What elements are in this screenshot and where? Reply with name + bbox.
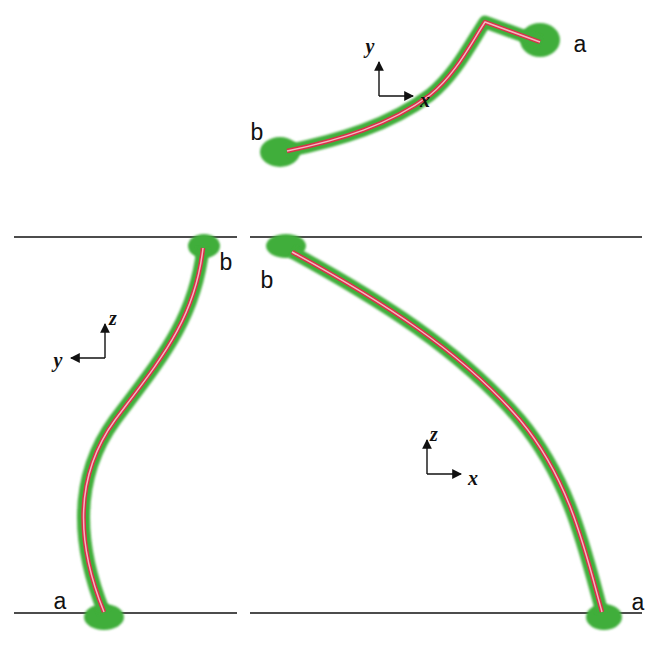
end-label: b bbox=[220, 251, 233, 274]
end-label: b bbox=[261, 269, 274, 292]
end-label: b bbox=[251, 121, 264, 144]
axis-label: z bbox=[430, 424, 438, 444]
axis-label: x bbox=[420, 90, 430, 110]
end-label: a bbox=[574, 33, 587, 56]
filament-zy bbox=[83, 234, 220, 630]
axis-label: x bbox=[468, 468, 478, 488]
axis-label: y bbox=[54, 350, 63, 370]
axis-label: y bbox=[366, 36, 375, 56]
end-label: a bbox=[632, 591, 645, 614]
filament-zx bbox=[266, 234, 622, 630]
axis-arrows bbox=[71, 62, 461, 474]
end-label: a bbox=[54, 590, 67, 613]
filament-xy bbox=[260, 22, 560, 167]
panel-lines bbox=[14, 237, 642, 613]
axis-label: z bbox=[109, 308, 117, 328]
